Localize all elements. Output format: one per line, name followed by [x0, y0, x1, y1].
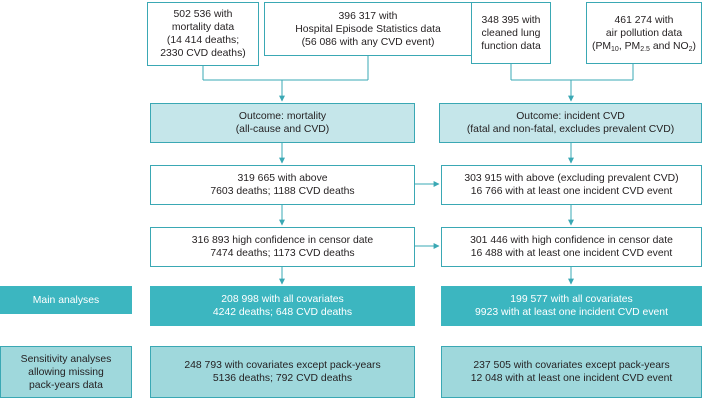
source-mortality-line-2: mortality data	[171, 22, 235, 33]
source-mortality-line-4: 2330 CVD deaths)	[160, 48, 246, 59]
left-step-1-line-1: 319 665 with above	[237, 173, 328, 184]
right-step-sensitivity: 237 505 with covariates except pack-year…	[441, 346, 702, 398]
source-lung-line-3: function data	[481, 40, 541, 52]
left-step-3-line-2: 4242 deaths; 648 CVD deaths	[212, 307, 353, 318]
source-lung-line-2: cleaned lung	[481, 27, 541, 39]
right-step-main-analyses: 199 577 with all covariates 9923 with at…	[441, 286, 702, 326]
left-step-3-line-1: 208 998 with all covariates	[221, 294, 344, 305]
outcome-cvd-sub: (fatal and non-fatal, excludes prevalent…	[466, 124, 675, 135]
sensitivity-line-1: Sensitivity analyses	[20, 353, 112, 365]
source-air-line-2: air pollution data	[605, 27, 683, 39]
sensitivity-line-3: pack-years data	[29, 379, 103, 391]
left-step-with-above: 319 665 with above 7603 deaths; 1188 CVD…	[150, 165, 415, 205]
left-step-1-line-2: 7603 deaths; 1188 CVD deaths	[210, 186, 355, 197]
source-hes-line-2: Hospital Episode Statistics data	[295, 23, 441, 35]
sensitivity-line-2: allowing missing	[28, 366, 104, 378]
right-step-1-line-1: 303 915 with above (excluding prevalent …	[464, 173, 679, 184]
outcome-mortality-sub: (all-cause and CVD)	[235, 124, 330, 135]
left-step-censor-date: 316 893 high confidence in censor date 7…	[150, 227, 415, 267]
left-step-2-line-2: 7474 deaths; 1173 CVD deaths	[210, 248, 355, 259]
source-box-hes: 396 317 with Hospital Episode Statistics…	[264, 2, 472, 56]
source-box-lung-function: 348 395 with cleaned lung function data	[471, 2, 551, 64]
right-step-censor-date: 301 446 with high confidence in censor d…	[441, 227, 702, 267]
main-analyses-label: Main analyses	[0, 286, 132, 314]
source-hes-line-1: 396 317 with	[338, 10, 398, 22]
source-air-line-1: 461 274 with	[614, 14, 674, 26]
right-step-4-line-2: 12 048 with at least one incident CVD ev…	[470, 373, 673, 384]
right-step-3-line-1: 199 577 with all covariates	[510, 294, 633, 305]
source-box-air-pollution: 461 274 with air pollution data (PM10, P…	[586, 2, 702, 64]
source-hes-line-3: (56 086 with any CVD event)	[301, 36, 435, 48]
left-step-main-analyses: 208 998 with all covariates 4242 deaths;…	[150, 286, 415, 326]
right-step-3-line-2: 9923 with at least one incident CVD even…	[475, 307, 668, 318]
right-step-2-line-2: 16 488 with at least one incident CVD ev…	[470, 248, 673, 259]
source-box-mortality: 502 536 with mortality data (14 414 deat…	[147, 2, 259, 66]
source-lung-line-1: 348 395 with	[481, 14, 541, 26]
right-step-2-line-1: 301 446 with high confidence in censor d…	[470, 235, 673, 246]
right-step-with-above: 303 915 with above (excluding prevalent …	[441, 165, 702, 205]
outcome-cvd-title: Outcome: incident CVD	[516, 111, 625, 122]
source-air-line-3: (PM10, PM2.5 and NO2)	[591, 40, 697, 53]
left-step-sensitivity: 248 793 with covariates except pack-year…	[150, 346, 415, 398]
right-step-4-line-1: 237 505 with covariates except pack-year…	[473, 360, 670, 371]
left-step-4-line-1: 248 793 with covariates except pack-year…	[184, 360, 381, 371]
source-mortality-line-3: (14 414 deaths;	[166, 35, 240, 46]
main-analyses-text: Main analyses	[32, 294, 100, 306]
left-step-4-line-2: 5136 deaths; 792 CVD deaths	[212, 373, 353, 384]
outcome-mortality-title: Outcome: mortality	[238, 111, 327, 122]
source-mortality-line-1: 502 536 with	[173, 9, 233, 20]
right-step-1-line-2: 16 766 with at least one incident CVD ev…	[470, 186, 673, 197]
sensitivity-analyses-label: Sensitivity analyses allowing missing pa…	[0, 346, 132, 398]
outcome-mortality-box: Outcome: mortality (all-cause and CVD)	[150, 103, 415, 143]
outcome-cvd-box: Outcome: incident CVD (fatal and non-fat…	[439, 103, 702, 143]
left-step-2-line-1: 316 893 high confidence in censor date	[191, 235, 374, 246]
